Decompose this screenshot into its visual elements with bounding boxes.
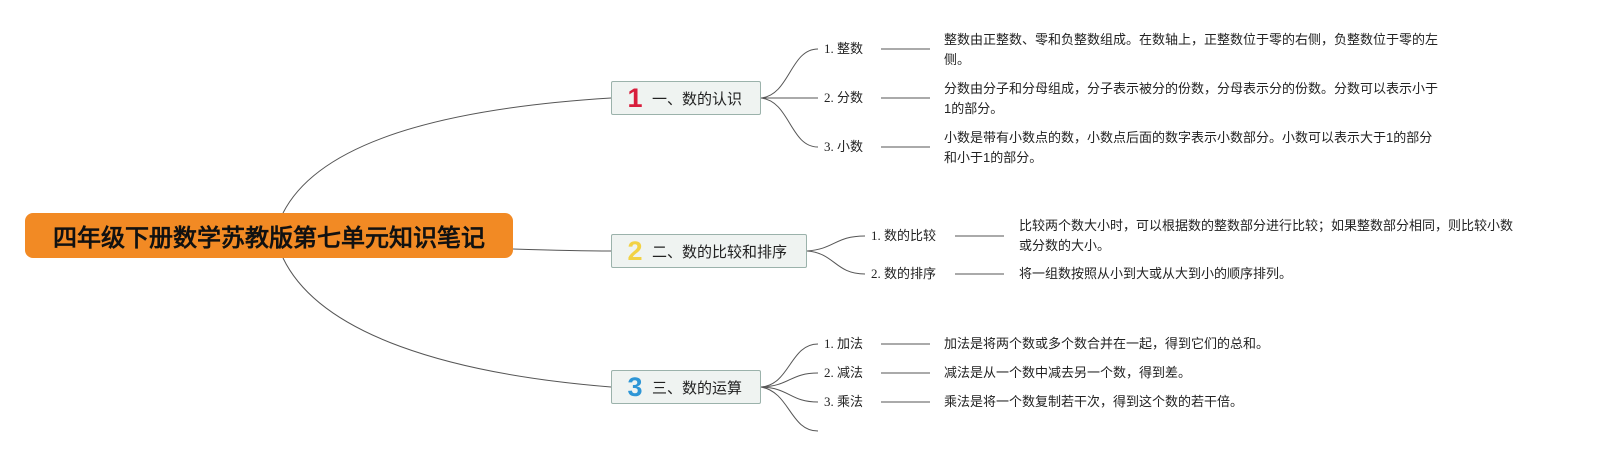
branch-title: 二、数的比较和排序 — [652, 242, 788, 261]
branch-3-item-2-label[interactable]: 2. 减法 — [824, 365, 864, 380]
branch-3-item-3-desc: 乘法是将一个数复制若干次，得到这个数的若干倍。 — [944, 394, 1244, 409]
branch-1-to-item-1-line — [760, 48, 819, 99]
branch-3-to-item-1-line — [760, 343, 819, 388]
branch-2-item-2-label[interactable]: 2. 数的排序 — [871, 266, 937, 281]
branch-3-item-3-label[interactable]: 3. 乘法 — [824, 394, 864, 409]
branch-3-to-item-3-line — [760, 386, 819, 403]
branch-title: 三、数的运算 — [652, 378, 743, 397]
branch-1-item-2-desc: 分数由分子和分母组成，分子表示被分的份数，分母表示分的份数。分数可以表示小于1的… — [944, 81, 1439, 116]
branch-1-to-item-3-line — [760, 97, 819, 148]
branch-3-item-2-desc: 减法是从一个数中减去另一个数，得到差。 — [944, 365, 1192, 380]
branch-1-item-2-label[interactable]: 2. 分数 — [824, 90, 864, 105]
branch-node-1[interactable]: 1 一、数的认识 — [611, 81, 761, 115]
branch-3-to-item-2-line — [760, 372, 819, 388]
root-to-branch-2-line — [512, 248, 612, 252]
branch-1-item-3-desc: 小数是带有小数点的数，小数点后面的数字表示小数部分。小数可以表示大于1的部分和小… — [944, 130, 1433, 165]
branch-1-item-3-label[interactable]: 3. 小数 — [824, 139, 864, 154]
branch-2-item-2-desc: 将一组数按照从小到大或从大到小的顺序排列。 — [1019, 266, 1293, 281]
root-to-branch-3-line — [282, 257, 612, 388]
number-two-badge-icon: 2 — [627, 235, 643, 266]
root-node[interactable]: 四年级下册数学苏教版第七单元知识笔记 — [25, 213, 513, 258]
branch-1-item-1-desc: 整数由正整数、零和负整数组成。在数轴上，正整数位于零的右侧，负整数位于零的左侧。 — [944, 32, 1439, 67]
branch-2-item-1-desc: 比较两个数大小时，可以根据数的整数部分进行比较；如果整数部分相同，则比较小数或分… — [1019, 218, 1514, 253]
branch-title: 一、数的认识 — [652, 89, 743, 108]
branch-3-item-1-desc: 加法是将两个数或多个数合并在一起，得到它们的总和。 — [944, 336, 1270, 351]
number-three-badge-icon: 3 — [627, 371, 643, 402]
branch-2-to-item-2-line — [806, 250, 866, 275]
root-to-branch-1-line — [282, 97, 612, 214]
number-one-badge-icon: 1 — [627, 82, 643, 113]
branch-2-to-item-1-line — [806, 235, 866, 252]
root-title: 四年级下册数学苏教版第七单元知识笔记 — [53, 224, 485, 252]
branch-2-item-1-label[interactable]: 1. 数的比较 — [871, 228, 937, 243]
branch-node-3[interactable]: 3 三、数的运算 — [611, 370, 761, 404]
branch-node-2[interactable]: 2 二、数的比较和排序 — [611, 234, 807, 268]
branch-1-item-1-label[interactable]: 1. 整数 — [824, 41, 864, 56]
branch-3-to-empty-line — [760, 386, 819, 432]
branch-3-item-1-label[interactable]: 1. 加法 — [824, 336, 864, 351]
